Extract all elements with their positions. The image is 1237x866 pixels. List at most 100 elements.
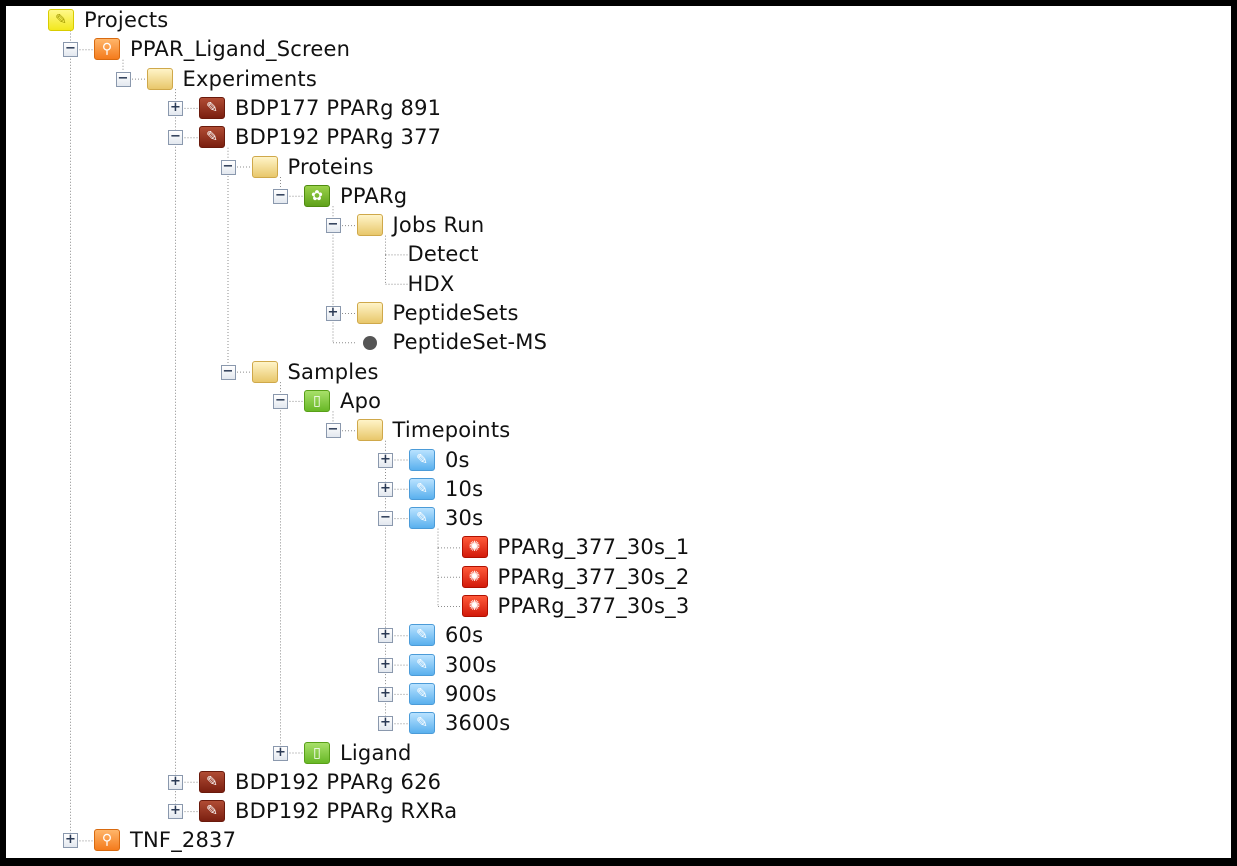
- tree-node-label[interactable]: Projects: [84, 8, 169, 32]
- tree-node-label[interactable]: 3600s: [445, 711, 511, 736]
- tree-node-pparg[interactable]: −✿ PPARg: [6, 182, 1231, 211]
- tree-node-label[interactable]: HDX: [407, 271, 455, 296]
- tree-node-label[interactable]: PPARg_377_30s_2: [497, 564, 690, 589]
- tree-node-label[interactable]: BDP192 PPARg RXRa: [235, 799, 458, 824]
- tree-node-label[interactable]: PeptideSet-MS: [392, 330, 548, 355]
- expand-toggle-icon[interactable]: +: [325, 306, 341, 321]
- tree-node-bdp192-pparg-377[interactable]: −✎BDP192 PPARg 377: [6, 123, 1231, 152]
- tree-node-label[interactable]: Ligand: [340, 740, 412, 765]
- folder-icon: [251, 155, 278, 178]
- tree-node-label[interactable]: PPAR_Ligand_Screen: [130, 37, 351, 62]
- timepoint-icon: ✎: [409, 653, 435, 676]
- timepoint-icon: ✎: [409, 682, 435, 705]
- tree-node-label[interactable]: Detect: [407, 242, 479, 267]
- tree-node-tnf-2837[interactable]: + ⚲ TNF_2837: [6, 826, 1231, 855]
- collapse-toggle-icon[interactable]: −: [220, 159, 236, 175]
- tree-node-experiments[interactable]: − Experiments: [6, 65, 1231, 94]
- tree-node-bdp177-pparg-891[interactable]: + ✎ BDP177 PPARg 891: [6, 94, 1231, 123]
- expand-toggle-icon[interactable]: +: [273, 745, 288, 761]
- tree-node-tp-0s[interactable]: + ✎ 0s: [6, 446, 1231, 475]
- tree-node-bdp192-pparg-626[interactable]: +✎BDP192 PPARg 626: [6, 768, 1231, 797]
- collapse-toggle-icon[interactable]: −: [168, 130, 183, 146]
- tree-node-hdx[interactable]: HDX: [6, 270, 1231, 299]
- tree-node-label[interactable]: 0s: [445, 447, 470, 472]
- tree-node-peptideset-ms[interactable]: PeptideSet-MS: [6, 328, 1231, 357]
- tree-node-apo[interactable]: −▯ Apo: [6, 387, 1231, 416]
- tree-node-ppar-ligand-screen[interactable]: −⚲ PPAR_Ligand_Screen: [6, 35, 1231, 64]
- collapse-toggle-icon[interactable]: −: [220, 364, 236, 380]
- tree-node-tp-3600s[interactable]: + ✎ 3600s: [6, 709, 1231, 738]
- tree-node-run-30s-2[interactable]: ✺ PPARg_377_30s_2: [6, 563, 1231, 592]
- timepoint-icon: ✎: [409, 712, 435, 735]
- expand-toggle-icon[interactable]: +: [378, 481, 393, 497]
- folder-icon: [251, 360, 278, 383]
- tree-node-label[interactable]: BDP177 PPARg 891: [235, 95, 442, 120]
- tree-node-tp-60s[interactable]: + ✎ 60s: [6, 621, 1231, 650]
- tree-node-label[interactable]: 30s: [445, 506, 484, 531]
- expand-toggle-icon[interactable]: +: [378, 452, 393, 468]
- expand-toggle-icon[interactable]: +: [168, 774, 183, 790]
- tree-node-samples[interactable]: − Samples: [6, 358, 1231, 387]
- expand-toggle-icon[interactable]: +: [378, 686, 393, 702]
- run-icon: ✺: [461, 536, 488, 559]
- tree-node-label[interactable]: 60s: [445, 623, 484, 648]
- tree-node-label[interactable]: PPARg_377_30s_3: [497, 594, 690, 618]
- tree-node-label[interactable]: 900s: [445, 681, 497, 706]
- expand-toggle-icon[interactable]: +: [378, 716, 393, 732]
- tree-node-label[interactable]: Experiments: [182, 66, 317, 91]
- tree-node-tp-900s[interactable]: + ✎ 900s: [6, 680, 1231, 709]
- tree-node-ligand[interactable]: + ▯ Ligand: [6, 739, 1231, 768]
- experiment-icon: ✎: [199, 96, 225, 119]
- tree-node-label[interactable]: PPARg: [340, 183, 408, 208]
- expand-toggle-icon[interactable]: +: [378, 628, 393, 644]
- tree-node-run-30s-3[interactable]: ✺PPARg_377_30s_3: [6, 592, 1231, 621]
- timepoint-icon: ✎: [409, 624, 435, 647]
- sample-tube-icon: ▯: [304, 389, 330, 412]
- tree-node-run-30s-1[interactable]: ✺ PPARg_377_30s_1: [6, 533, 1231, 562]
- tree-node-detect[interactable]: Detect: [6, 240, 1231, 269]
- collapse-toggle-icon[interactable]: −: [273, 393, 288, 409]
- folder-icon: [146, 67, 173, 90]
- tree-node-label[interactable]: TNF_2837: [130, 828, 237, 853]
- tree-node-label[interactable]: Proteins: [287, 154, 374, 179]
- project-tree-panel: ✎Projects−⚲PPAR_Ligand_Screen−Experiment…: [6, 6, 1231, 858]
- tree-node-bdp192-pparg-rxra[interactable]: + ✎ BDP192 PPARg RXRa: [6, 797, 1231, 826]
- timepoint-icon: ✎: [409, 448, 435, 471]
- tree-node-label[interactable]: Timepoints: [392, 418, 511, 443]
- expand-toggle-icon[interactable]: +: [168, 804, 183, 820]
- experiment-icon: ✎: [199, 800, 225, 823]
- tree-node-label[interactable]: Jobs Run: [392, 213, 485, 238]
- tree-node-proteins[interactable]: − Proteins: [6, 153, 1231, 182]
- tree-node-label[interactable]: Samples: [287, 359, 379, 384]
- tree-node-label[interactable]: 10s: [445, 476, 484, 501]
- collapse-toggle-icon[interactable]: −: [325, 218, 341, 234]
- tree-node-label[interactable]: 300s: [445, 652, 497, 677]
- collapse-toggle-icon[interactable]: −: [115, 71, 131, 87]
- tree-node-peptidesets[interactable]: + PeptideSets: [6, 299, 1231, 328]
- folder-icon: [356, 419, 383, 442]
- search-icon: ⚲: [94, 38, 120, 61]
- tree-node-label[interactable]: PeptideSets: [392, 301, 519, 325]
- tree-node-tp-30s[interactable]: −✎30s: [6, 504, 1231, 533]
- expand-toggle-icon[interactable]: +: [378, 657, 393, 673]
- protein-icon: ✿: [304, 184, 330, 207]
- tree-node-jobs-run[interactable]: − Jobs Run: [6, 211, 1231, 240]
- collapse-toggle-icon[interactable]: −: [273, 188, 288, 204]
- collapse-toggle-icon[interactable]: −: [63, 42, 78, 58]
- tree-node-label[interactable]: Apo: [340, 388, 382, 413]
- tree-node-label[interactable]: PPARg_377_30s_1: [497, 535, 690, 560]
- tree-node-tp-300s[interactable]: + ✎ 300s: [6, 651, 1231, 680]
- expand-toggle-icon[interactable]: +: [168, 100, 183, 116]
- folder-icon: [356, 214, 383, 237]
- collapse-toggle-icon[interactable]: −: [378, 511, 393, 527]
- sample-tube-icon: ▯: [304, 741, 330, 764]
- expand-toggle-icon[interactable]: +: [63, 833, 78, 849]
- tree-node-label[interactable]: BDP192 PPARg 377: [235, 125, 442, 150]
- tree-node-label[interactable]: BDP192 PPARg 626: [235, 769, 442, 794]
- tree-node-tp-10s[interactable]: +✎10s: [6, 475, 1231, 504]
- tree-node-projects[interactable]: ✎Projects: [6, 6, 1231, 35]
- search-icon: ⚲: [94, 829, 120, 852]
- run-icon: ✺: [461, 565, 488, 588]
- tree-node-timepoints[interactable]: − Timepoints: [6, 416, 1231, 445]
- collapse-toggle-icon[interactable]: −: [325, 423, 341, 439]
